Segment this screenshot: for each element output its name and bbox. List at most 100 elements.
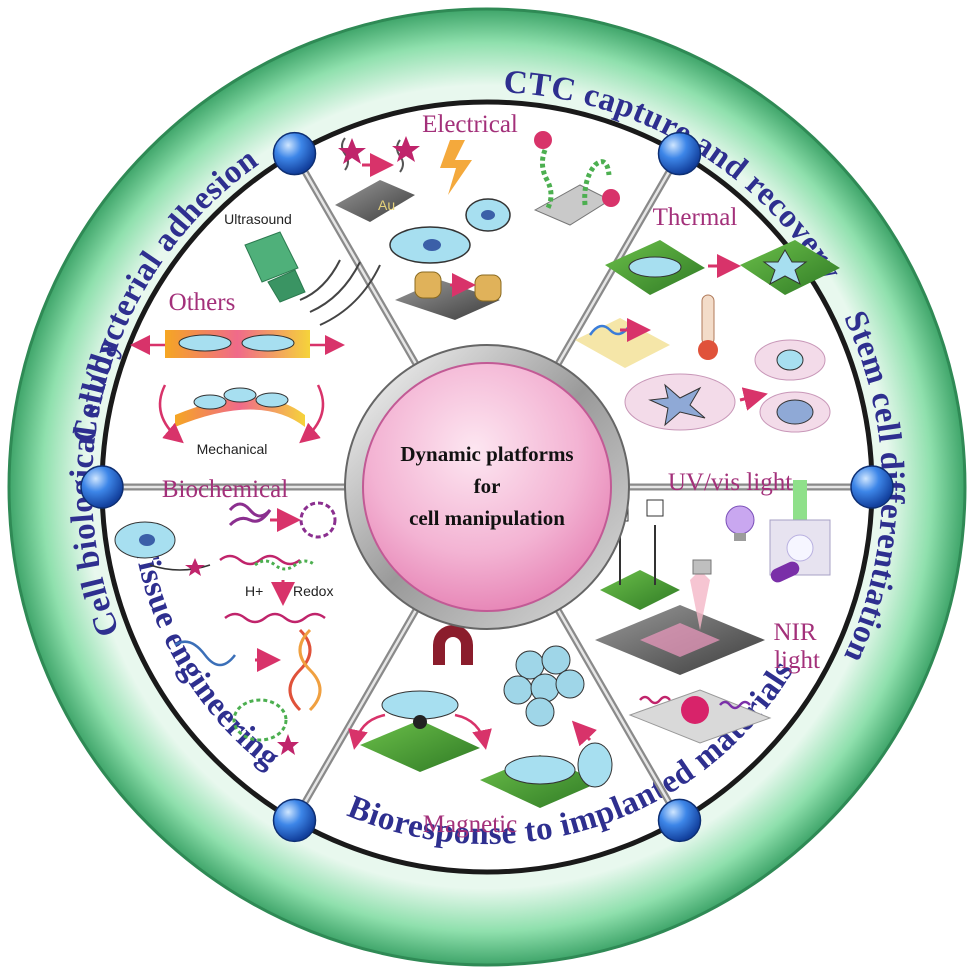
thermal-label: Thermal	[653, 204, 738, 231]
rim-node-3	[850, 465, 894, 509]
center-title-line3: cell manipulation	[409, 506, 565, 530]
bend-arrow-left-icon	[158, 384, 184, 444]
others-sector: Others Ultrasound Mechanical	[130, 211, 381, 457]
rounded-cell-icon	[762, 249, 808, 286]
uv-vis-light-label: UV/vis light	[668, 469, 792, 496]
stretched-cell-icon	[178, 334, 232, 352]
mechanical-label: Mechanical	[197, 441, 268, 457]
ultrasound-label: Ultrasound	[224, 211, 292, 227]
cyclodextrin-ring-icon-2	[474, 274, 502, 302]
rim-node-2	[657, 131, 702, 176]
biochemical-label: Biochemical	[162, 476, 288, 503]
switch-arrow-icon-6	[571, 720, 598, 747]
light-spot-icon	[786, 534, 814, 562]
sector-divider-highlight-1	[293, 152, 419, 367]
center-hub-disk	[362, 362, 612, 612]
gold-nanoparticle-icon	[681, 696, 709, 724]
magnetic-sector: Magnetic	[348, 625, 613, 838]
electrical-sector: Electrical Au	[335, 111, 620, 320]
center-hub: Dynamic platforms for cell manipulation	[344, 344, 630, 630]
bent-cell-icon-3	[255, 392, 289, 408]
curved-arrow-icon	[348, 713, 386, 750]
bent-polymer-chain-icon	[582, 159, 612, 206]
cyclodextrin-ring-icon	[414, 271, 442, 299]
magnet-bound-cell-icon	[381, 690, 459, 720]
polymer-coil-icon	[588, 324, 632, 336]
ultrasound-transducer-icon	[244, 231, 306, 303]
ligand-star-icon-3	[185, 558, 205, 576]
rim-nodes	[80, 131, 894, 843]
uv-lamp-icon	[770, 561, 800, 583]
dna-strand-icon	[174, 640, 236, 667]
nir-light-label-line2: light	[774, 647, 820, 674]
redox-label: Redox	[293, 583, 333, 599]
spread-cell-icon	[628, 256, 682, 278]
polymer-substrate	[575, 318, 670, 368]
bent-cell-icon	[193, 394, 227, 410]
biochemical-sector: Biochemical H+ Redox	[114, 476, 337, 755]
electrical-label: Electrical	[422, 111, 518, 138]
bend-arrow-right-icon	[299, 384, 325, 444]
nir-illuminated-zone	[640, 623, 720, 657]
au-label: Au	[378, 197, 395, 213]
cell-nucleus-icon-2	[481, 210, 495, 220]
nir-laser-beam-icon	[690, 570, 710, 630]
sector-divider-highlight-4	[555, 607, 681, 822]
dna-helix-icon	[288, 628, 312, 712]
curved-arrow-icon-2	[454, 713, 492, 750]
rim-node-6	[80, 465, 124, 509]
thermometer-bulb-icon	[698, 340, 718, 360]
nir-wave-icon-2	[719, 700, 751, 710]
round-stem-cell-icon	[776, 349, 804, 371]
spread-cell-icon-2	[504, 755, 576, 785]
aptamer-structure-icon	[232, 698, 288, 742]
spread-stem-cell-icon	[648, 383, 706, 427]
lightning-bolt-icon	[440, 140, 472, 195]
light-bulb-icon	[725, 505, 755, 535]
target-star-icon	[277, 734, 299, 755]
rim-node-4	[657, 798, 702, 843]
bent-cell-icon-2	[223, 387, 257, 403]
center-title-line1: Dynamic platforms	[400, 442, 573, 466]
cell-nucleus-icon-3	[139, 534, 155, 546]
cell-nucleus-icon	[423, 239, 441, 251]
azobenzene-unit-icon-2	[646, 499, 664, 517]
charged-polymer-chain-icon	[539, 149, 554, 212]
magnetic-bead-icon	[413, 715, 427, 729]
magnetic-substrate	[360, 720, 480, 772]
protein-conformation-icon	[228, 501, 337, 539]
au-electrode-plate	[335, 180, 415, 222]
light-source-icon	[793, 480, 807, 520]
differentiated-cell-icon	[776, 399, 814, 425]
nir-wave-icon	[639, 695, 671, 705]
surface-ligand-icon	[341, 137, 349, 171]
thermal-sector: Thermal	[575, 204, 840, 433]
uv-vis-light-sector: UV/vis light	[600, 469, 831, 610]
nir-light-label-line1: NIR	[773, 619, 816, 646]
suspended-cell-icon	[577, 742, 613, 788]
signal-stream-icon	[149, 564, 211, 571]
light-bulb-base-icon	[734, 533, 746, 541]
magnet-icon	[433, 625, 473, 665]
thermometer-icon	[701, 294, 715, 346]
others-label: Others	[169, 289, 236, 316]
dna-helix-icon-2	[298, 628, 322, 712]
nir-light-sector: NIR light	[595, 559, 820, 744]
h-plus-label: H+	[245, 583, 263, 599]
nir-laser-icon	[692, 559, 712, 575]
magnetic-label: Magnetic	[423, 811, 517, 838]
ligand-star-icon-2	[392, 136, 420, 162]
sector-divider-highlight-5	[293, 607, 419, 822]
negative-charge-icon	[534, 131, 552, 149]
peptide-strand-icon	[219, 554, 301, 566]
switch-arrow-icon-5	[739, 387, 768, 411]
ultrasound-wave-icon	[299, 259, 381, 326]
center-title-line2: for	[474, 474, 501, 498]
stretched-cell-icon-2	[241, 334, 295, 352]
rim-node-5	[272, 798, 317, 843]
ligand-star-icon	[338, 138, 366, 164]
peptide-strand-icon-2	[254, 559, 316, 571]
cell-cluster-icon	[503, 645, 585, 727]
